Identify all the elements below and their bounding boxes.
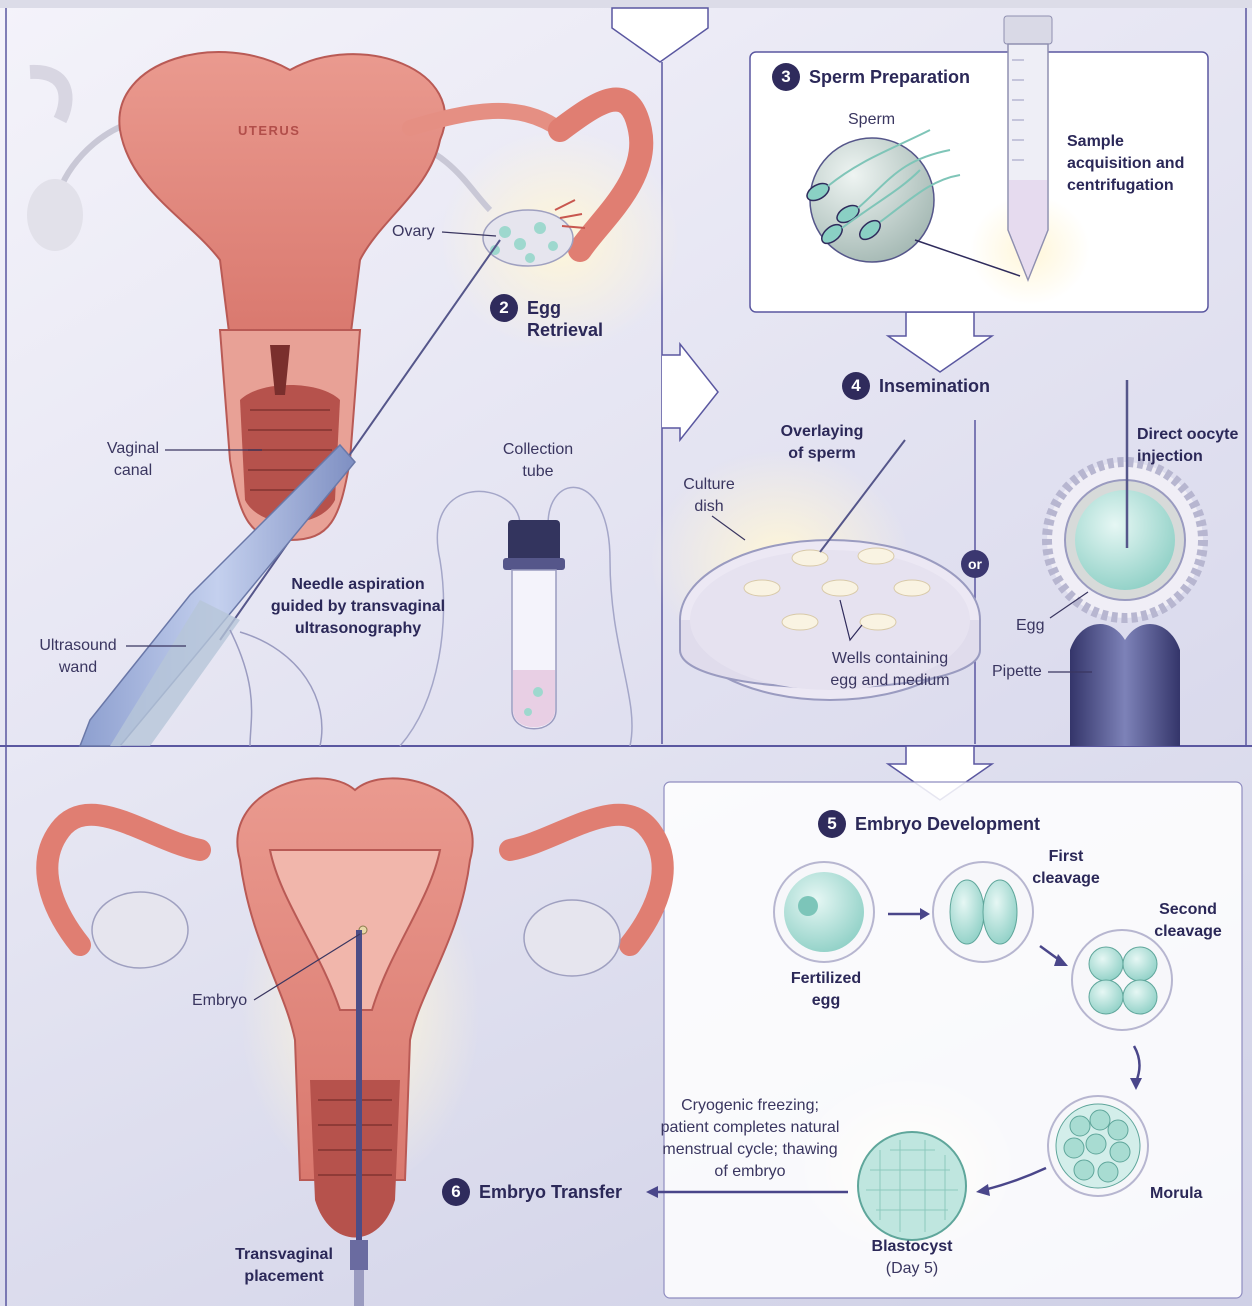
label-morula: Morula xyxy=(1150,1185,1203,1202)
label-egg: Egg xyxy=(1016,617,1045,634)
label-ovary: Ovary xyxy=(392,223,435,240)
step-number-badge: 2 xyxy=(490,294,518,322)
step-number-badge: 5 xyxy=(818,810,846,838)
label-embryo: Embryo xyxy=(192,992,248,1009)
step-title-line: Embryo Development xyxy=(855,814,1041,834)
label-sperm: Sperm xyxy=(848,111,896,128)
step-title-line: Sperm Preparation xyxy=(809,67,971,87)
aspiration-needle xyxy=(219,239,501,641)
step-insemination: 4 Insemination xyxy=(842,372,991,400)
step-title-line: Embryo Transfer xyxy=(479,1182,623,1202)
ultrasound-wand-shape xyxy=(78,443,356,747)
flow-arrow-right xyxy=(662,341,719,443)
step-number-badge: 3 xyxy=(772,63,800,91)
top-frame-strip xyxy=(0,0,1252,8)
step-title-line: Retrieval xyxy=(527,320,604,340)
step-number-badge: 6 xyxy=(442,1178,470,1206)
flow-arrow-sperm-down xyxy=(885,311,995,373)
step-title-line: Insemination xyxy=(879,376,991,396)
label-blastocyst: Blastocyst(Day 5) xyxy=(871,1238,953,1277)
label-uterus: UTERUS xyxy=(238,123,301,138)
step-embryo-transfer: 6 Embryo Transfer xyxy=(442,1178,623,1206)
or-badge: or xyxy=(961,550,989,578)
centrifuge-tube xyxy=(1003,15,1053,283)
collection-tube xyxy=(399,486,633,747)
embryo-stages xyxy=(646,861,1173,1241)
sperm-magnified xyxy=(806,129,1021,277)
oocyte-injection xyxy=(1042,380,1208,746)
step-title-line: Egg xyxy=(527,298,561,318)
transfer-uterus xyxy=(36,777,674,1306)
flow-arrow-top xyxy=(611,7,709,63)
leader-lines xyxy=(126,231,1092,1001)
step-embryo-development: 5 Embryo Development xyxy=(818,810,1041,838)
step-number-badge: 4 xyxy=(842,372,870,400)
step-sperm-preparation: 3 Sperm Preparation xyxy=(772,63,971,91)
label-pipette: Pipette xyxy=(992,663,1042,680)
culture-dish xyxy=(679,439,981,701)
label-cryogenic: Cryogenic freezing;patient completes nat… xyxy=(660,1097,840,1180)
